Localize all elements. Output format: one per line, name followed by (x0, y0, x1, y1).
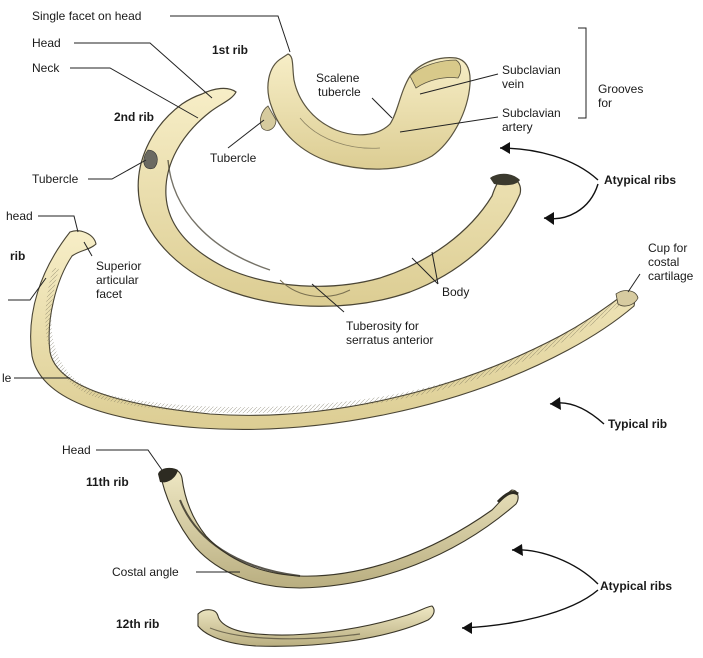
label-body: Body (442, 285, 469, 299)
label-angle-partial: le (2, 371, 12, 385)
label-cup-3: cartilage (648, 269, 694, 283)
callout-atypical-top: Atypical ribs (604, 173, 676, 187)
twelfth-rib-bone (198, 606, 434, 646)
first-rib-bone (260, 54, 470, 169)
label-cup-1: Cup for (648, 241, 687, 255)
label-superior-1: Superior (96, 259, 141, 273)
label-subclavian-artery-2: artery (502, 120, 533, 134)
label-superior-3: facet (96, 287, 123, 301)
label-superior-2: articular (96, 273, 139, 287)
label-neck: Neck (32, 61, 60, 75)
label-cup-2: costal (648, 255, 679, 269)
label-tuberosity-2: serratus anterior (346, 333, 433, 347)
label-twelfth-rib: 12th rib (116, 617, 159, 631)
eleventh-rib-bone (158, 468, 518, 588)
label-first-rib: 1st rib (212, 43, 248, 57)
callout-atypical-bottom: Atypical ribs (600, 579, 672, 593)
label-second-rib: 2nd rib (114, 110, 154, 124)
label-subclavian-vein-1: Subclavian (502, 63, 561, 77)
label-subclavian-vein-2: vein (502, 77, 524, 91)
label-subclavian-artery-1: Subclavian (502, 106, 561, 120)
label-grooves-2: for (598, 96, 612, 110)
label-costal-angle: Costal angle (112, 565, 179, 579)
label-tubercle-first: Tubercle (210, 151, 257, 165)
label-eleventh-rib: 11th rib (86, 475, 129, 489)
label-grooves-1: Grooves (598, 82, 643, 96)
callout-typical: Typical rib (608, 417, 667, 431)
label-scalene-1: Scalene (316, 71, 360, 85)
label-head-top: Head (32, 36, 61, 50)
label-scalene-2: tubercle (318, 85, 361, 99)
second-rib-bone (138, 88, 520, 306)
label-tuberosity-1: Tuberosity for (346, 319, 419, 333)
label-head-eleventh: Head (62, 443, 91, 457)
label-single-facet: Single facet on head (32, 9, 141, 23)
label-head-partial: head (6, 209, 33, 223)
label-typical-rib-partial: rib (10, 249, 25, 263)
label-tubercle-left: Tubercle (32, 172, 79, 186)
